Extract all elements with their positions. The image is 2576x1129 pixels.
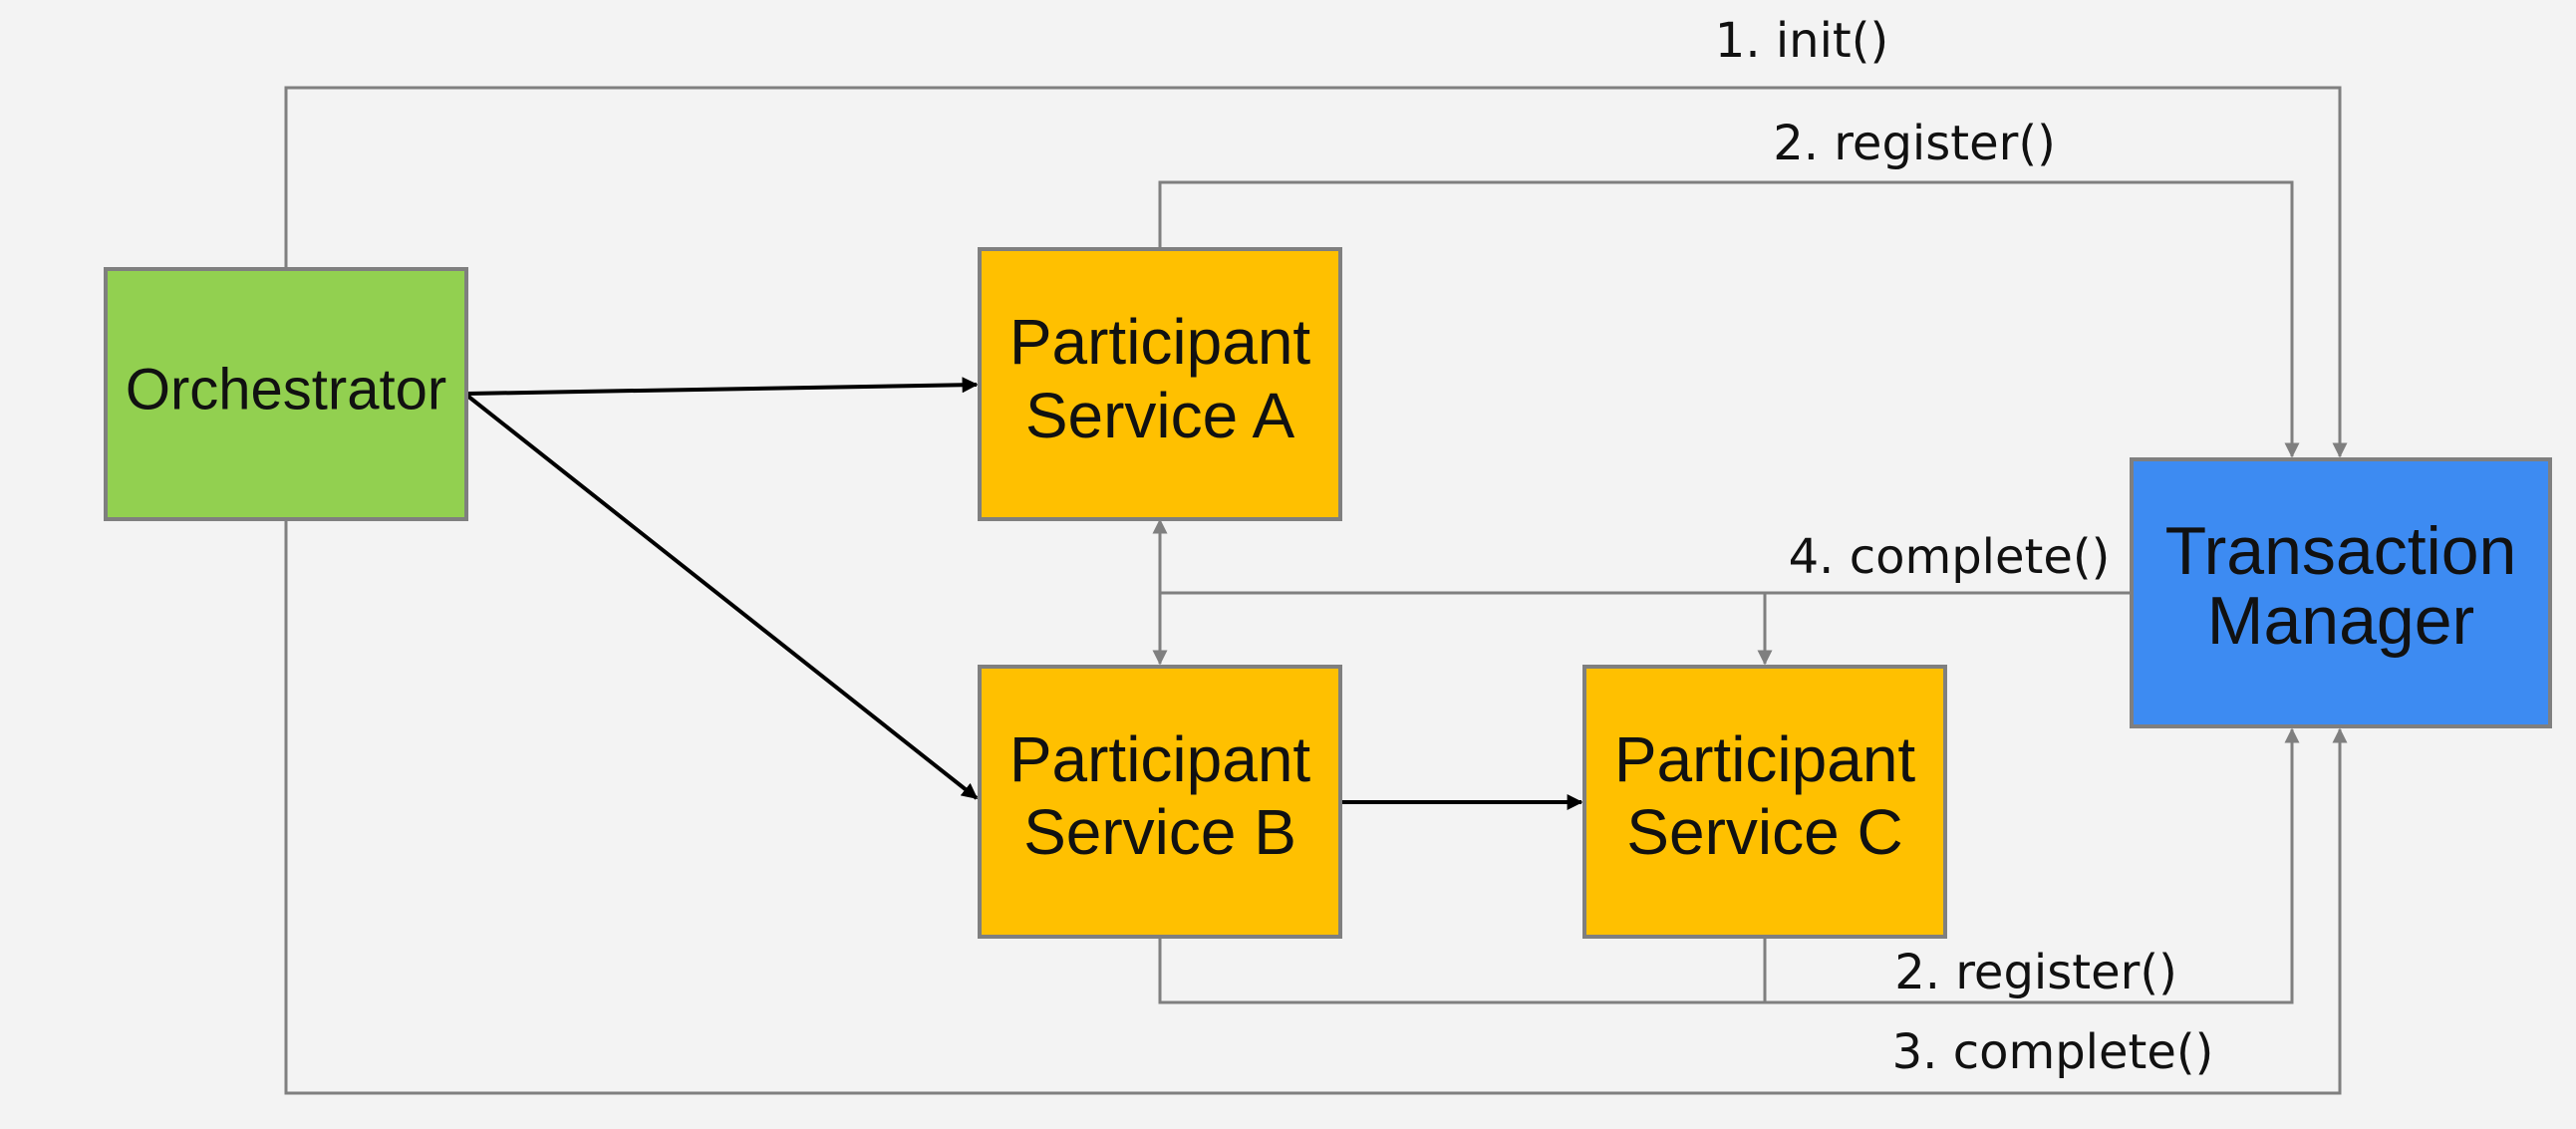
participant-c-label-line1: Participant [1614,723,1916,795]
register-top-label: 2. register() [1773,116,2056,171]
participant-service-c-node: Participant Service C [1582,665,1947,939]
transaction-manager-label-line1: Transaction [2165,513,2517,589]
participant-b-label-line2: Service B [1023,796,1296,868]
complete-orchestrator-label: 3. complete() [1892,1024,2214,1080]
orchestrator-to-a-arrow [466,377,979,396]
orchestrator-label: Orchestrator [126,357,446,422]
register-bc-connector [1158,727,2300,1004]
participant-c-label-line2: Service C [1626,796,1902,868]
complete-manager-label: 4. complete() [1789,529,2111,585]
participant-b-label-line1: Participant [1009,723,1311,795]
transaction-manager-node: Transaction Manager [2130,457,2552,728]
transaction-manager-label-line2: Manager [2207,583,2474,659]
complete-orchestrator-connector [284,519,2348,1095]
participant-service-b-node: Participant Service B [978,665,1342,939]
register-bottom-label: 2. register() [1894,945,2177,1000]
orchestrator-node: Orchestrator [104,267,468,521]
participant-service-a-node: Participant Service A [978,247,1342,521]
participant-a-label-line2: Service A [1025,380,1295,451]
participant-a-label-line1: Participant [1009,306,1311,378]
init-label: 1. init() [1715,13,1888,69]
init-connector [284,86,2348,458]
register-a-connector [1158,180,2300,458]
orchestrator-to-b-arrow [465,394,979,800]
